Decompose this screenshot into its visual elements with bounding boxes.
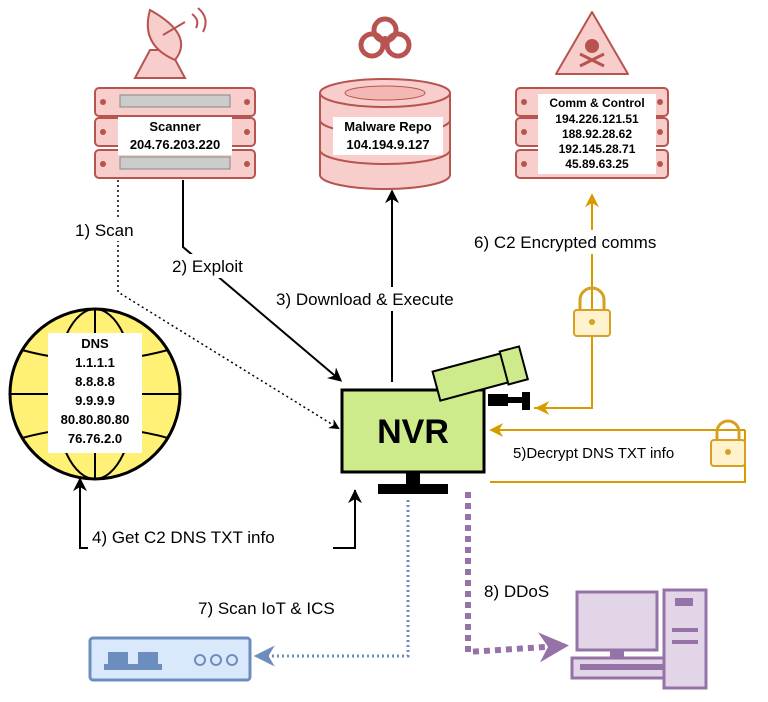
step-get-dns-label: 4) Get C2 DNS TXT info	[92, 528, 275, 547]
nvr-label: NVR	[377, 413, 449, 451]
step-ddos-label: 8) DDoS	[484, 582, 549, 601]
scanner-server: Scanner 204.76.203.220	[94, 7, 256, 179]
dns-globe: DNS 1.1.1.1 8.8.8.8 9.9.9.9 80.80.80.80 …	[8, 307, 182, 481]
scanner-ip: 204.76.203.220	[130, 137, 220, 152]
step-c2-label: 6) C2 Encrypted comms	[474, 233, 656, 252]
c2-ip: 194.226.121.51	[555, 112, 639, 126]
ddos-arrow	[465, 492, 569, 663]
step-exploit-label: 2) Exploit	[172, 257, 243, 276]
malware-repo-database: Malware Repo 104.194.9.127	[319, 16, 451, 190]
lock-icon	[710, 419, 746, 467]
scan-arrow	[117, 180, 340, 430]
step-scan-label: 1) Scan	[75, 221, 134, 240]
dns-title: DNS	[81, 336, 109, 351]
dns-server: 76.76.2.0	[68, 431, 122, 446]
malware-repo-title: Malware Repo	[344, 119, 431, 134]
iot-device	[88, 636, 252, 682]
scan-iot-arrow	[253, 500, 410, 667]
dns-server: 9.9.9.9	[75, 393, 115, 408]
desktop-computer	[570, 588, 708, 690]
skull-warning-icon	[555, 11, 629, 75]
c2-ip: 188.92.28.62	[562, 127, 632, 141]
nvr-monitor: NVR	[340, 388, 486, 494]
c2-server: Comm & Control 194.226.121.51 188.92.28.…	[515, 11, 669, 179]
c2-ip: 192.145.28.71	[559, 142, 636, 156]
security-camera-icon	[431, 345, 530, 410]
malware-repo-ip: 104.194.9.127	[346, 137, 429, 152]
biohazard-icon	[358, 16, 412, 59]
dns-server: 8.8.8.8	[75, 374, 115, 389]
dns-server: 1.1.1.1	[75, 355, 115, 370]
step-scan-iot-label: 7) Scan IoT & ICS	[198, 599, 335, 618]
scanner-title: Scanner	[149, 119, 200, 134]
c2-comms-arrow	[534, 193, 599, 409]
lock-icon	[573, 286, 611, 337]
satellite-dish-icon	[133, 7, 207, 79]
c2-title: Comm & Control	[549, 96, 644, 110]
dns-server: 80.80.80.80	[61, 412, 130, 427]
step-decrypt-label: 5)Decrypt DNS TXT info	[513, 445, 674, 462]
exploit-arrow	[182, 180, 343, 382]
step-download-label: 3) Download & Execute	[276, 290, 454, 309]
c2-ip: 45.89.63.25	[565, 157, 629, 171]
